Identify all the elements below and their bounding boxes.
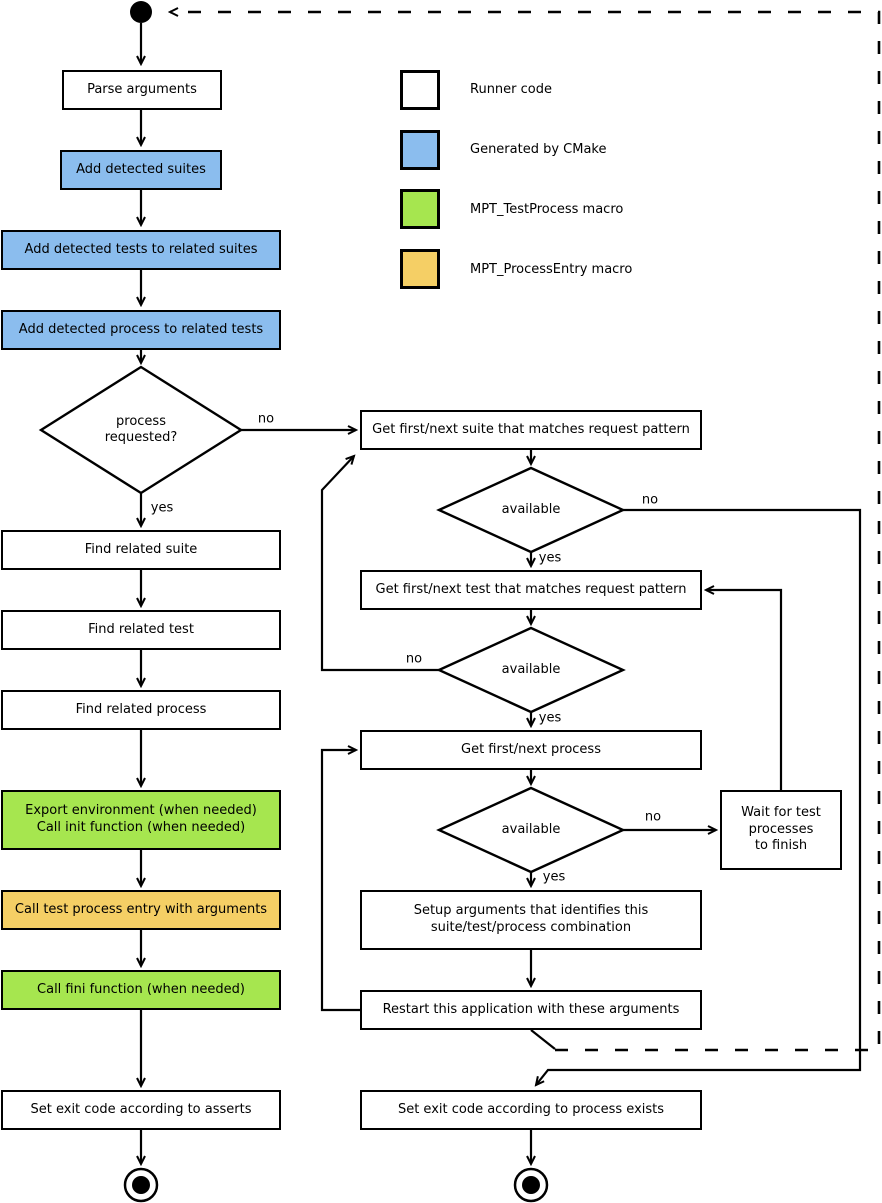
edge-label-yes-test-available: yes <box>538 710 562 726</box>
decision-suite-available-label: available <box>501 501 561 517</box>
legend-label-mpt-testprocess-macro: MPT_TestProcess macro <box>470 202 624 217</box>
edge-label-no-suite-available: no <box>641 492 659 508</box>
left-flow-arrows <box>141 23 356 1164</box>
legend-swatch-mpt-processentry-macro <box>400 249 440 289</box>
legend-label-mpt-processentry-macro: MPT_ProcessEntry macro <box>470 262 633 277</box>
node-set-exit-code-asserts: Set exit code according to asserts <box>1 1090 281 1130</box>
node-find-related-process: Find related process <box>1 690 281 730</box>
decision-test-available-shape <box>436 626 626 714</box>
edge-label-no-process-available: no <box>644 809 662 825</box>
decision-process-available-shape <box>436 786 626 874</box>
start-node <box>130 1 152 23</box>
legend-label-generated-by-cmake: Generated by CMake <box>470 142 607 157</box>
right-flow-arrows <box>320 450 862 1164</box>
decision-test-available-label: available <box>501 661 561 677</box>
decision-process-available-label: available <box>501 821 561 837</box>
node-get-suite: Get first/next suite that matches reques… <box>360 410 702 450</box>
node-find-related-test: Find related test <box>1 610 281 650</box>
legend-label-runner-code: Runner code <box>470 82 552 97</box>
legend-swatch-generated-by-cmake <box>400 130 440 170</box>
node-wait-for-test: Wait for test processes to finish <box>720 790 842 870</box>
edge-label-no-test-available: no <box>405 651 423 667</box>
decision-process-requested-shape <box>38 365 244 495</box>
legend-swatch-runner-code <box>400 70 440 110</box>
node-set-exit-code-process: Set exit code according to process exist… <box>360 1090 702 1130</box>
node-restart-application: Restart this application with these argu… <box>360 990 702 1030</box>
node-find-related-suite: Find related suite <box>1 530 281 570</box>
edge-label-no-process-requested: no <box>257 411 275 427</box>
node-add-detected-tests: Add detected tests to related suites <box>1 230 281 270</box>
node-parse-arguments: Parse arguments <box>62 70 222 110</box>
edge-label-yes-process-available: yes <box>542 869 566 885</box>
node-get-process: Get first/next process <box>360 730 702 770</box>
end-node-right <box>513 1167 549 1203</box>
end-node-left <box>123 1167 159 1203</box>
node-get-test: Get first/next test that matches request… <box>360 570 702 610</box>
decision-shapes <box>38 365 626 874</box>
edge-label-yes-suite-available: yes <box>538 550 562 566</box>
node-call-test-process-entry: Call test process entry with arguments <box>1 890 281 930</box>
decision-process-requested-label: process requested? <box>104 413 178 445</box>
decision-suite-available-shape <box>436 466 626 554</box>
node-call-fini-function: Call fini function (when needed) <box>1 970 281 1010</box>
legend-swatch-mpt-testprocess-macro <box>400 189 440 229</box>
node-add-detected-suites: Add detected suites <box>60 150 222 190</box>
node-export-environment: Export environment (when needed) Call in… <box>1 790 281 850</box>
edge-label-yes-process-requested: yes <box>150 500 174 516</box>
node-setup-arguments: Setup arguments that identifies this sui… <box>360 890 702 950</box>
node-add-detected-process: Add detected process to related tests <box>1 310 281 350</box>
restart-dashed-loop <box>170 12 881 1052</box>
